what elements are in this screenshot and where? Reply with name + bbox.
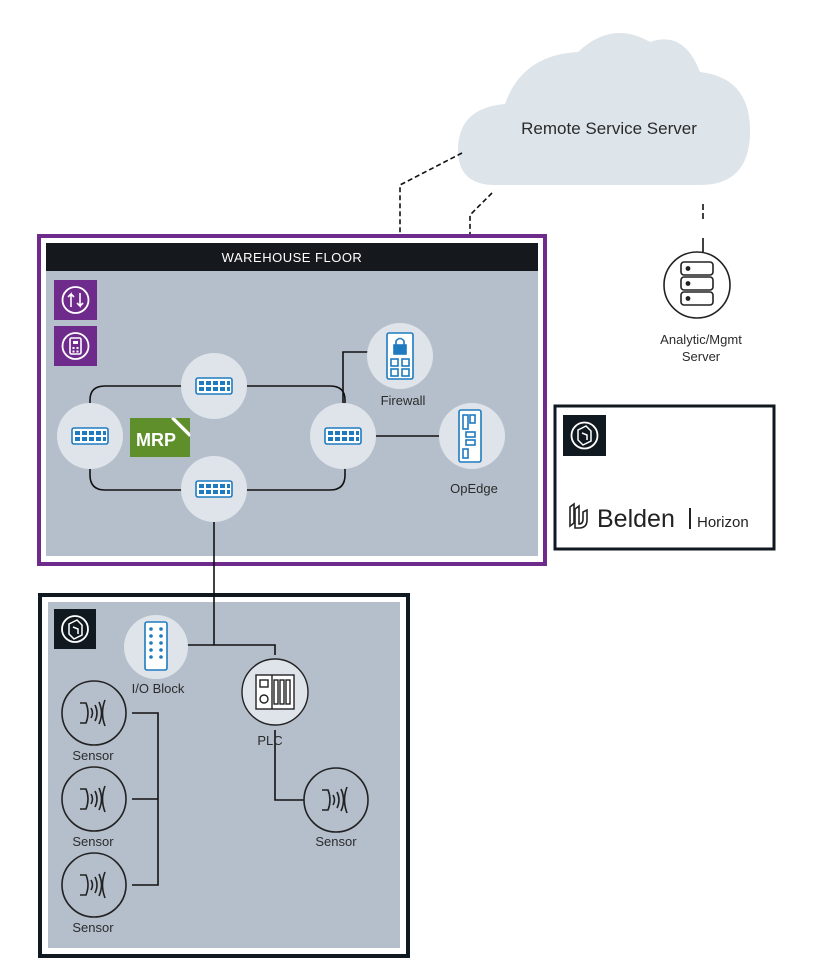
switch-top <box>181 353 247 419</box>
remote-service-cloud: Remote Service Server <box>458 33 751 186</box>
firewall-icon <box>386 332 414 380</box>
server-icon <box>680 261 714 306</box>
network-badge-icon <box>54 280 97 320</box>
io-block-icon <box>144 621 168 671</box>
analytic-server-label-1: Analytic/Mgmt <box>660 332 742 347</box>
horizon-product: Horizon <box>697 514 749 531</box>
switch-bottom <box>181 456 247 522</box>
cloud-label: Remote Service Server <box>521 119 697 138</box>
belden-brand: Belden <box>597 505 675 533</box>
mrp-badge: MRP <box>130 417 191 457</box>
plc-label: PLC <box>257 733 282 748</box>
device-badge-icon <box>54 326 97 366</box>
link-ioblock-plc <box>186 644 276 655</box>
sensor-3-label: Sensor <box>72 920 114 935</box>
switch-left <box>57 403 123 469</box>
dashed-links <box>399 152 493 405</box>
warehouse-title-bar <box>46 243 538 271</box>
plc-icon <box>255 674 295 710</box>
belden-horizon-box: Belden Horizon <box>553 404 776 551</box>
warehouse-title: WAREHOUSE FLOOR <box>222 250 363 265</box>
sensor-4: Sensor <box>303 767 369 849</box>
opedge-icon <box>458 409 482 463</box>
opedge-label: OpEdge <box>450 481 498 496</box>
firewall-label: Firewall <box>381 393 426 408</box>
sensor-1-label: Sensor <box>72 748 114 763</box>
horizon-badge-icon <box>563 415 606 456</box>
cell-wiring <box>132 522 305 886</box>
io-block-node: I/O Block <box>124 615 188 696</box>
sensor-3: Sensor <box>61 852 127 935</box>
plc-node: PLC <box>241 658 309 748</box>
sensor-2: Sensor <box>61 766 127 849</box>
firewall-node: Firewall <box>367 323 433 408</box>
cell-badge-icon <box>54 609 96 649</box>
analytic-server: Analytic/Mgmt Server <box>660 204 742 364</box>
warehouse-floor-zone: WAREHOUSE FLOOR <box>37 234 547 566</box>
analytic-server-label-2: Server <box>682 349 721 364</box>
io-block-label: I/O Block <box>132 681 185 696</box>
link-cloud-opedge <box>469 192 493 405</box>
belden-logo-icon <box>569 502 588 529</box>
switch-right <box>310 403 376 469</box>
mrp-label: MRP <box>136 430 176 450</box>
machine-cell-zone: I/O Block PLC Sensor Sensor <box>38 522 410 958</box>
sensor-2-label: Sensor <box>72 834 114 849</box>
sensor-1: Sensor <box>61 680 127 763</box>
sensor-4-label: Sensor <box>315 834 357 849</box>
link-plc-sensor <box>274 730 305 801</box>
opedge-node: OpEdge <box>439 403 505 496</box>
